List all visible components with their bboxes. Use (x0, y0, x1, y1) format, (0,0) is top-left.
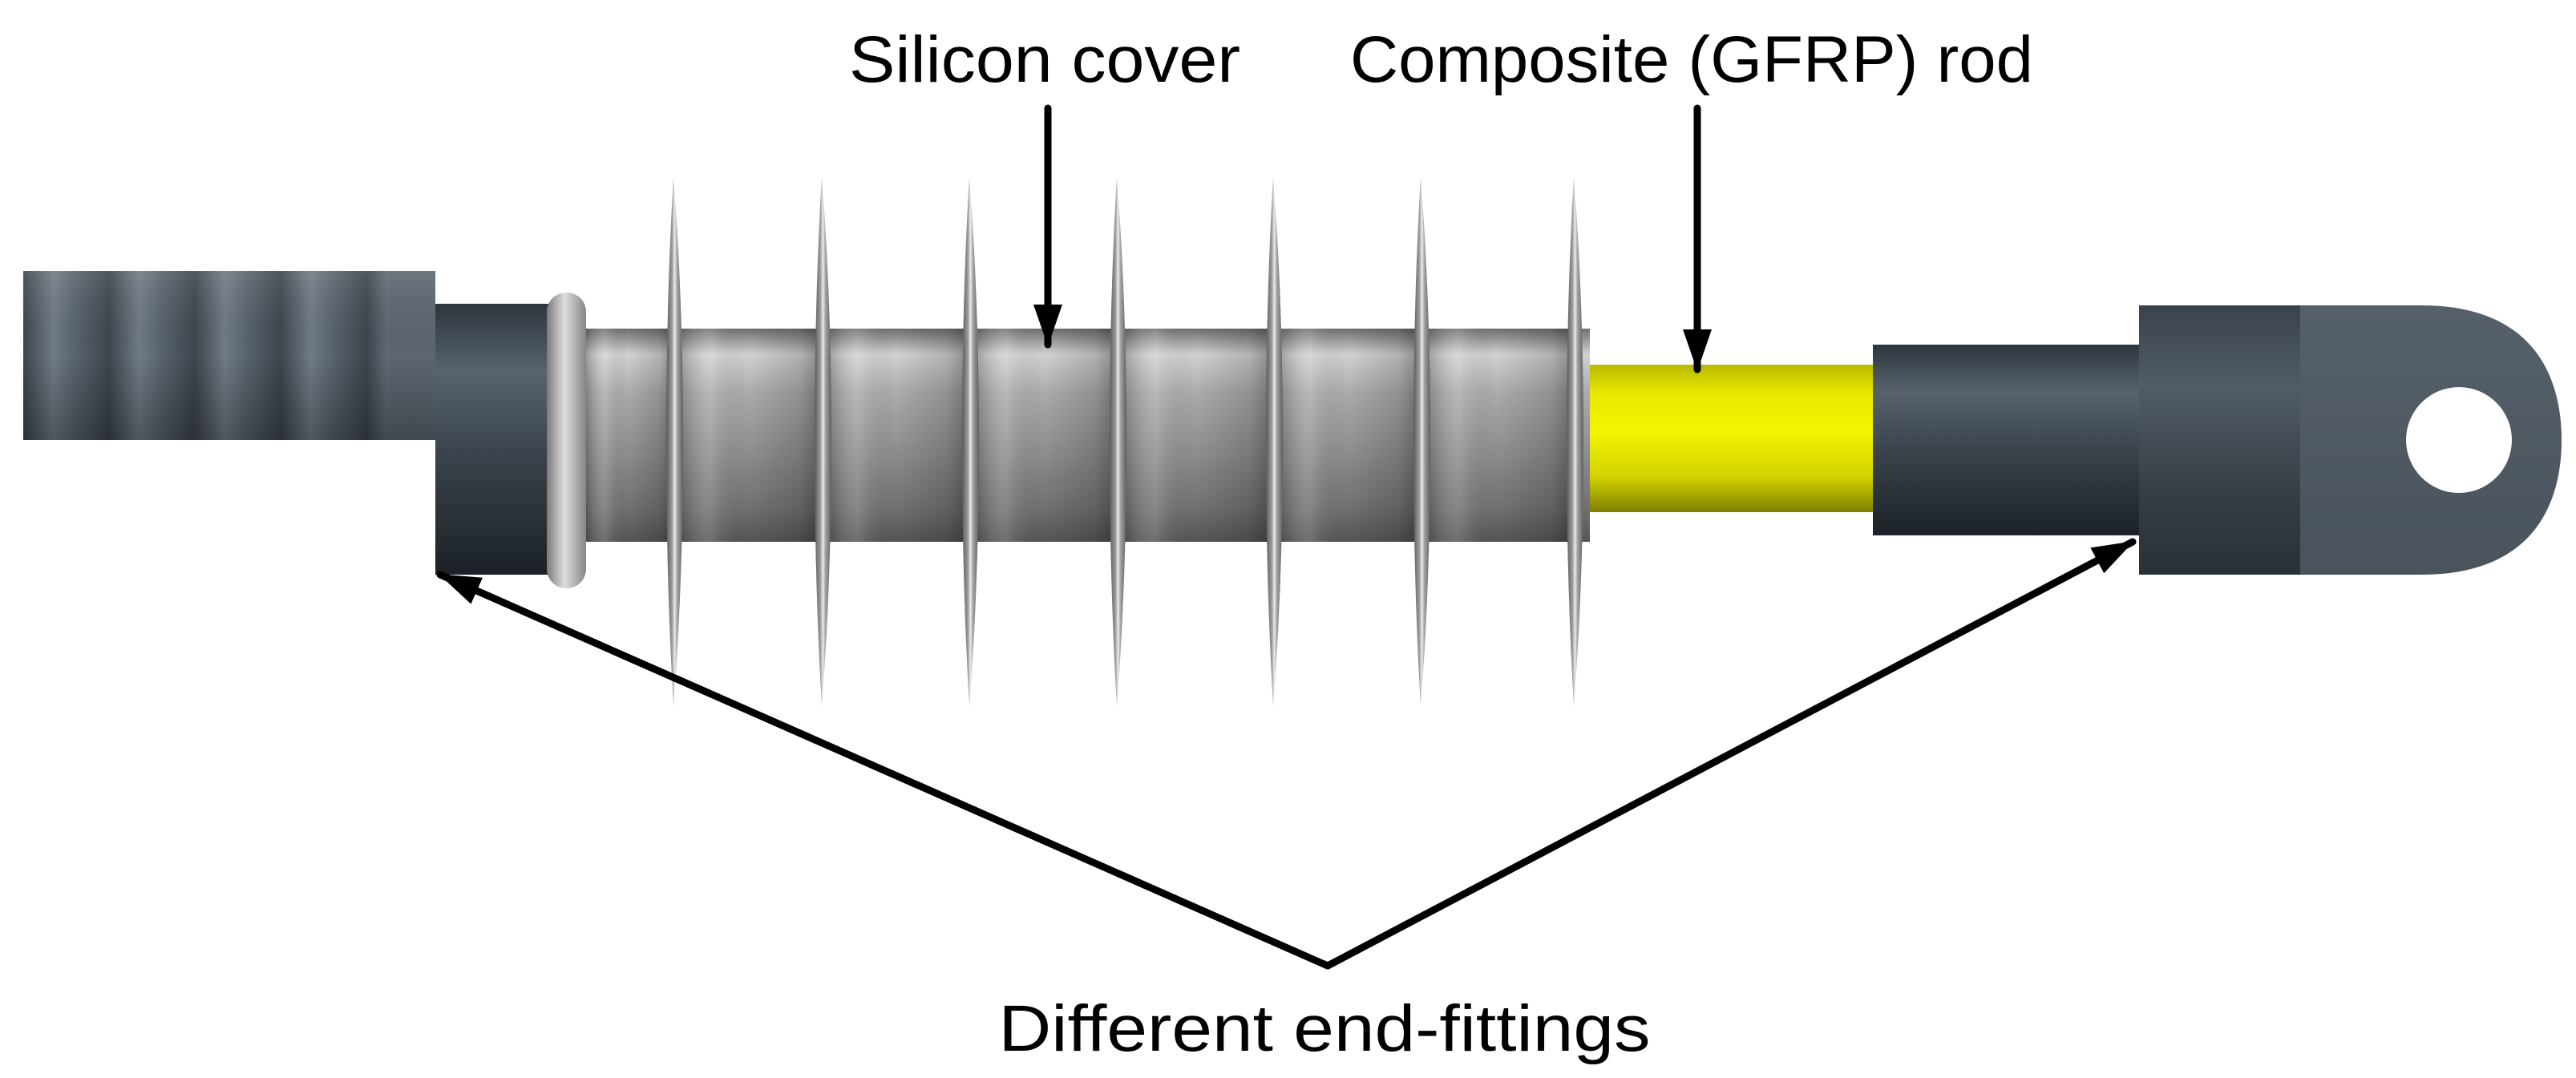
housing-segments (583, 329, 1574, 542)
shed (1110, 177, 1126, 706)
silicone-housing (547, 177, 1590, 706)
sheds (666, 177, 1583, 706)
label-end-fittings: Different end-fittings (999, 992, 1651, 1065)
left-fitting-sleeve (435, 304, 559, 575)
silicone-seal-lip (547, 293, 586, 588)
right-fitting-sleeve (1873, 345, 2139, 535)
shed (1413, 177, 1430, 706)
eye-hole (2406, 387, 2512, 493)
left-clevis-tongue (23, 271, 435, 440)
shed (1266, 177, 1283, 706)
label-silicon-cover: Silicon cover (849, 23, 1240, 96)
left-end-fitting (23, 271, 559, 575)
right-end-fitting (1873, 305, 2562, 575)
label-composite-rod: Composite (GFRP) rod (1350, 23, 2033, 96)
composite-rod (1590, 365, 1873, 512)
right-fitting-collar (2139, 305, 2300, 575)
shed (666, 177, 683, 706)
arrow-right-end-fitting (1324, 538, 2137, 970)
arrow-left-end-fitting (436, 571, 1332, 970)
shed (962, 177, 979, 706)
shed (1567, 177, 1583, 706)
shed (815, 177, 831, 706)
